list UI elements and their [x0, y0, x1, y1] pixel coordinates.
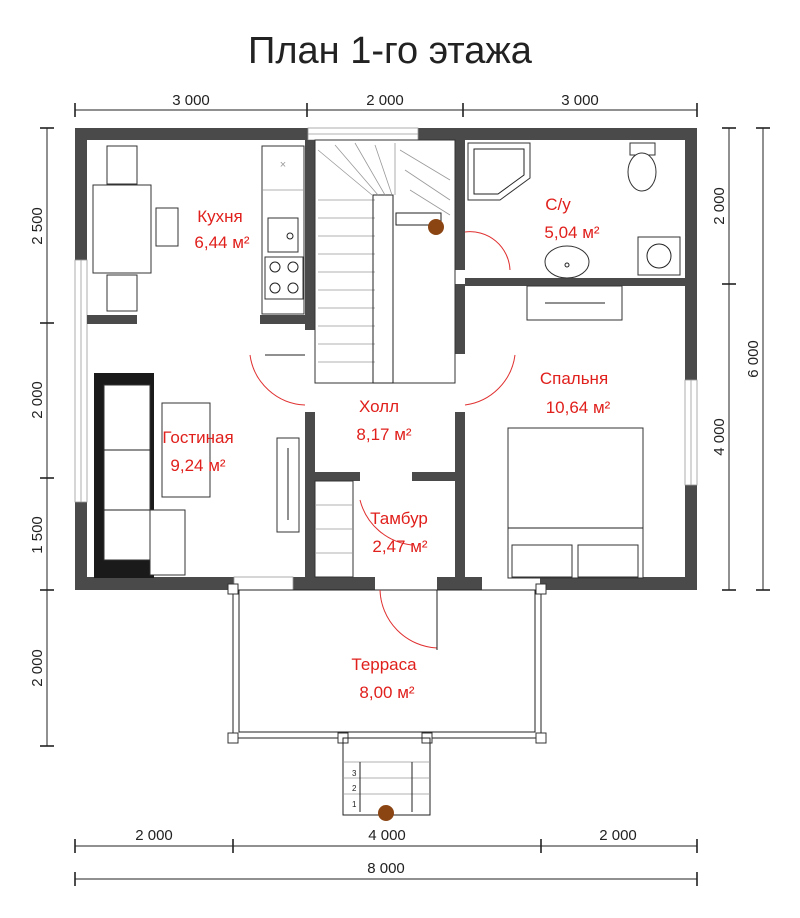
- dim-bottom-1: 2 000: [135, 827, 173, 844]
- dim-bottom-total: 8 000: [367, 860, 405, 877]
- pillar-marker-entrance: [378, 805, 394, 821]
- hall-area: 8,17 м²: [356, 425, 411, 444]
- terrace-area: 8,00 м²: [359, 683, 414, 702]
- dim-top-3: 3 000: [561, 92, 599, 109]
- step-2: 2: [352, 784, 357, 793]
- door-swings: [249, 231, 516, 650]
- dim-left-4: 2 000: [29, 649, 46, 687]
- step-1: 1: [352, 800, 357, 809]
- right-outer-dimension-line: 6 000: [745, 127, 770, 591]
- dim-top-1: 3 000: [172, 92, 210, 109]
- dim-bottom-3: 2 000: [599, 827, 637, 844]
- dim-left-2: 2 000: [29, 381, 46, 419]
- living-name: Гостиная: [162, 428, 233, 447]
- bedroom-furniture: [507, 285, 644, 579]
- dim-bottom-2: 4 000: [368, 827, 406, 844]
- svg-text:×: ×: [280, 159, 286, 171]
- exterior-walls: [75, 128, 697, 590]
- kitchen-area: 6,44 м²: [194, 233, 249, 252]
- vestibule-steps: [314, 480, 354, 578]
- kitchen-furniture: ×: [92, 145, 305, 315]
- living-furniture: [94, 373, 300, 578]
- living-area: 9,24 м²: [170, 456, 225, 475]
- step-3: 3: [352, 769, 357, 778]
- dim-right-total: 6 000: [745, 340, 762, 378]
- top-dimension-line: 3 000 2 000 3 000: [74, 92, 698, 117]
- windows: [74, 127, 698, 591]
- vestibule-name: Тамбур: [370, 509, 428, 528]
- plan-title: План 1-го этажа: [248, 30, 533, 72]
- staircase: [314, 139, 456, 384]
- dim-right-1: 2 000: [711, 187, 728, 225]
- terrace-name: Терраса: [351, 655, 417, 674]
- room-labels: Кухня 6,44 м² С/у 5,04 м² Гостиная 9,24 …: [162, 195, 610, 702]
- bathroom-name: С/у: [545, 195, 571, 214]
- dim-left-1: 2 500: [29, 207, 46, 245]
- kitchen-name: Кухня: [197, 207, 243, 226]
- dim-top-2: 2 000: [366, 92, 404, 109]
- hall-name: Холл: [359, 397, 399, 416]
- terrace: 3 2 1: [227, 583, 547, 816]
- bottom-total-dimension-line: 8 000: [74, 860, 698, 886]
- pillar-marker-hall: [428, 219, 444, 235]
- right-inner-dimension-line: 2 000 4 000: [711, 127, 736, 591]
- vestibule-area: 2,47 м²: [372, 537, 427, 556]
- bedroom-area: 10,64 м²: [546, 398, 611, 417]
- dim-left-3: 1 500: [29, 516, 46, 554]
- left-dimension-line: 2 500 2 000 1 500 2 000: [29, 127, 54, 747]
- bathroom-area: 5,04 м²: [544, 223, 599, 242]
- bottom-dimension-line: 2 000 4 000 2 000: [74, 827, 698, 853]
- bathroom-fixtures: [467, 142, 681, 279]
- dim-right-2: 4 000: [711, 418, 728, 456]
- bedroom-name: Спальня: [540, 369, 608, 388]
- interior-walls: [87, 140, 685, 577]
